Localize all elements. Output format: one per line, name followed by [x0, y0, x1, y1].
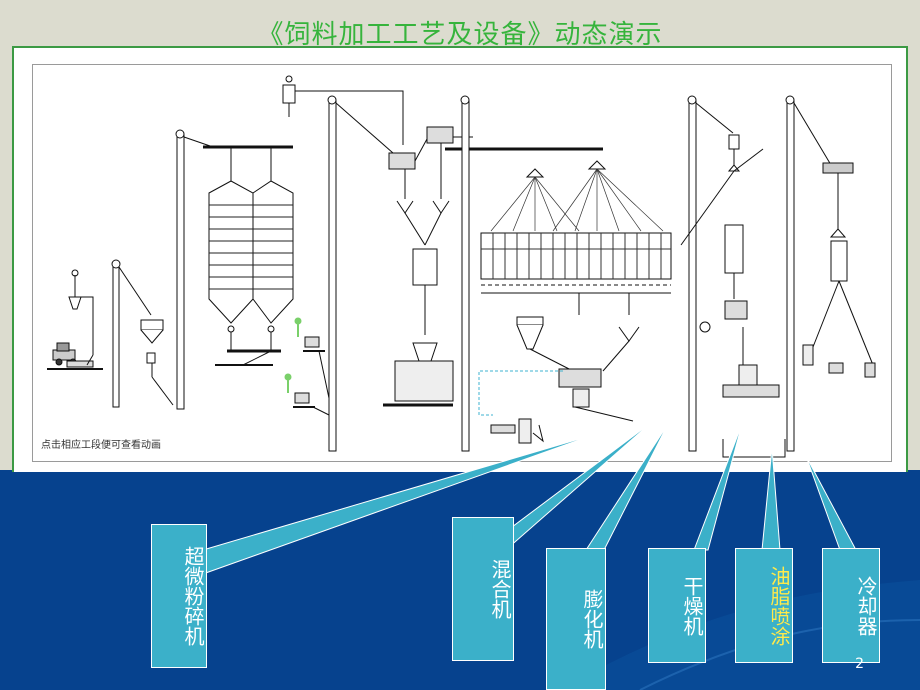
bucket-elevator-2: [175, 129, 293, 410]
dust-collector[interactable]: [282, 75, 404, 145]
bucket-elevator-4: [460, 95, 470, 452]
callout-ultrafine-grinder[interactable]: 超微粉碎机: [151, 524, 207, 668]
bucket-elevator-3: [327, 95, 394, 452]
slide-title: 《饲料加工工艺及设备》动态演示: [257, 20, 663, 50]
process-diagram-frame: 点击相应工段便可查看动画: [12, 46, 908, 472]
process-diagram[interactable]: 点击相应工段便可查看动画: [32, 64, 892, 462]
dryer-and-coater[interactable]: [680, 134, 786, 458]
callout-mixer[interactable]: 混合机: [452, 517, 514, 661]
truck-intake[interactable]: [47, 269, 103, 370]
pre-cleaner[interactable]: [140, 319, 174, 406]
small-grinders[interactable]: [293, 336, 334, 418]
diagram-hint: 点击相应工段便可查看动画: [41, 440, 161, 451]
mixer-unit[interactable]: [516, 316, 640, 422]
cooler-unit[interactable]: [802, 162, 876, 378]
callout-dryer[interactable]: 干燥机: [648, 548, 706, 663]
process-flow-drawing: [47, 75, 876, 458]
worker-figures: [284, 317, 302, 393]
bucket-elevator-1: [111, 259, 152, 408]
batching-bins[interactable]: [480, 160, 672, 315]
callout-oil-coater[interactable]: 油脂喷涂: [735, 548, 793, 663]
page-number: 2: [855, 656, 864, 672]
expander-unit[interactable]: [478, 370, 563, 444]
callout-expander[interactable]: 膨化机: [546, 548, 606, 690]
storage-silos[interactable]: [208, 147, 294, 366]
bucket-elevator-5: [687, 95, 734, 452]
callout-cooler[interactable]: 冷却器: [822, 548, 880, 663]
grinder-batching[interactable]: [383, 126, 603, 407]
bucket-elevator-6: [785, 95, 832, 452]
